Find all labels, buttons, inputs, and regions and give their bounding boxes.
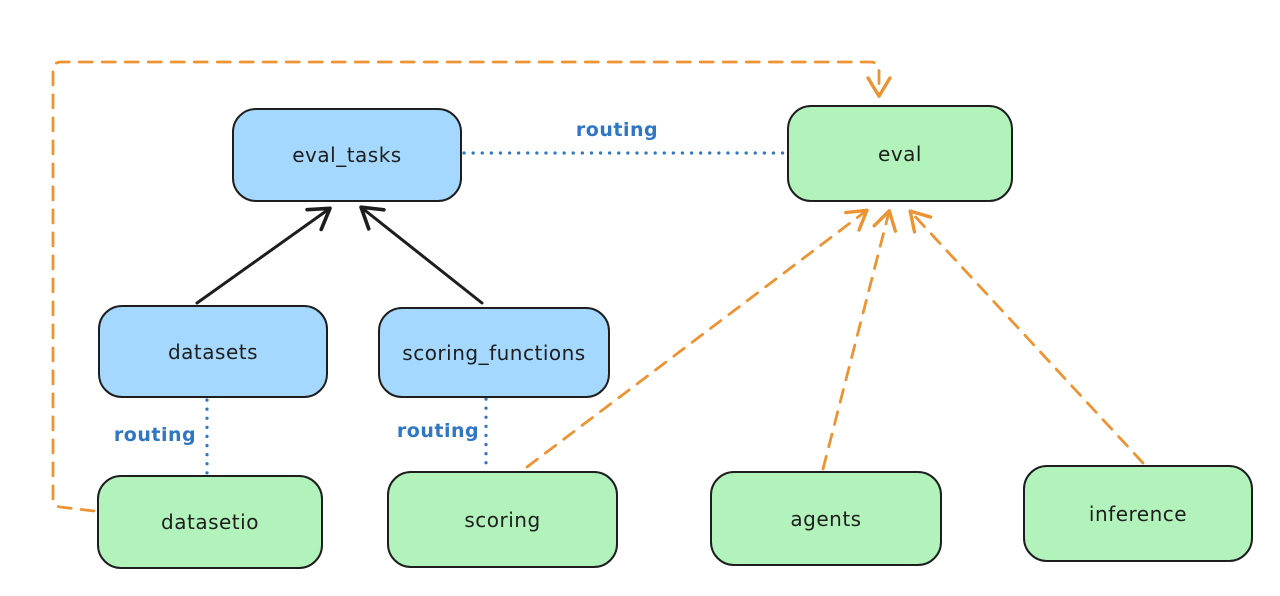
routing-label-eval-tasks-eval[interactable]: routing (575, 119, 659, 141)
node-scoring-label: scoring (464, 507, 541, 532)
node-scoring-functions-label: scoring_functions (402, 340, 586, 365)
node-eval-tasks-label: eval_tasks (292, 143, 402, 167)
edge-scoring-functions-to-eval-tasks[interactable] (359, 205, 484, 305)
routing-label-scoring-functions-scoring[interactable]: routing (396, 420, 480, 442)
node-eval-tasks[interactable]: eval_tasks (232, 108, 462, 202)
node-datasetio[interactable]: datasetio (97, 475, 323, 569)
node-agents[interactable]: agents (710, 471, 942, 566)
routing-label-datasets-datasetio[interactable]: routing (113, 424, 197, 446)
edge-scoring-to-eval[interactable] (525, 208, 869, 469)
node-datasetio-label: datasetio (161, 510, 259, 534)
node-eval-label: eval (878, 141, 922, 166)
node-eval[interactable]: eval (787, 105, 1013, 202)
node-scoring-functions[interactable]: scoring_functions (378, 307, 610, 398)
node-scoring[interactable]: scoring (387, 471, 618, 568)
edge-inference-to-eval[interactable] (908, 209, 1145, 465)
node-agents-label: agents (790, 506, 862, 531)
edge-datasets-to-eval-tasks[interactable] (195, 206, 332, 305)
node-datasets[interactable]: datasets (98, 305, 328, 398)
edge-agents-to-eval[interactable] (821, 209, 898, 471)
node-inference-label: inference (1088, 501, 1188, 526)
node-datasets-label: datasets (167, 339, 259, 364)
node-inference[interactable]: inference (1023, 465, 1253, 562)
